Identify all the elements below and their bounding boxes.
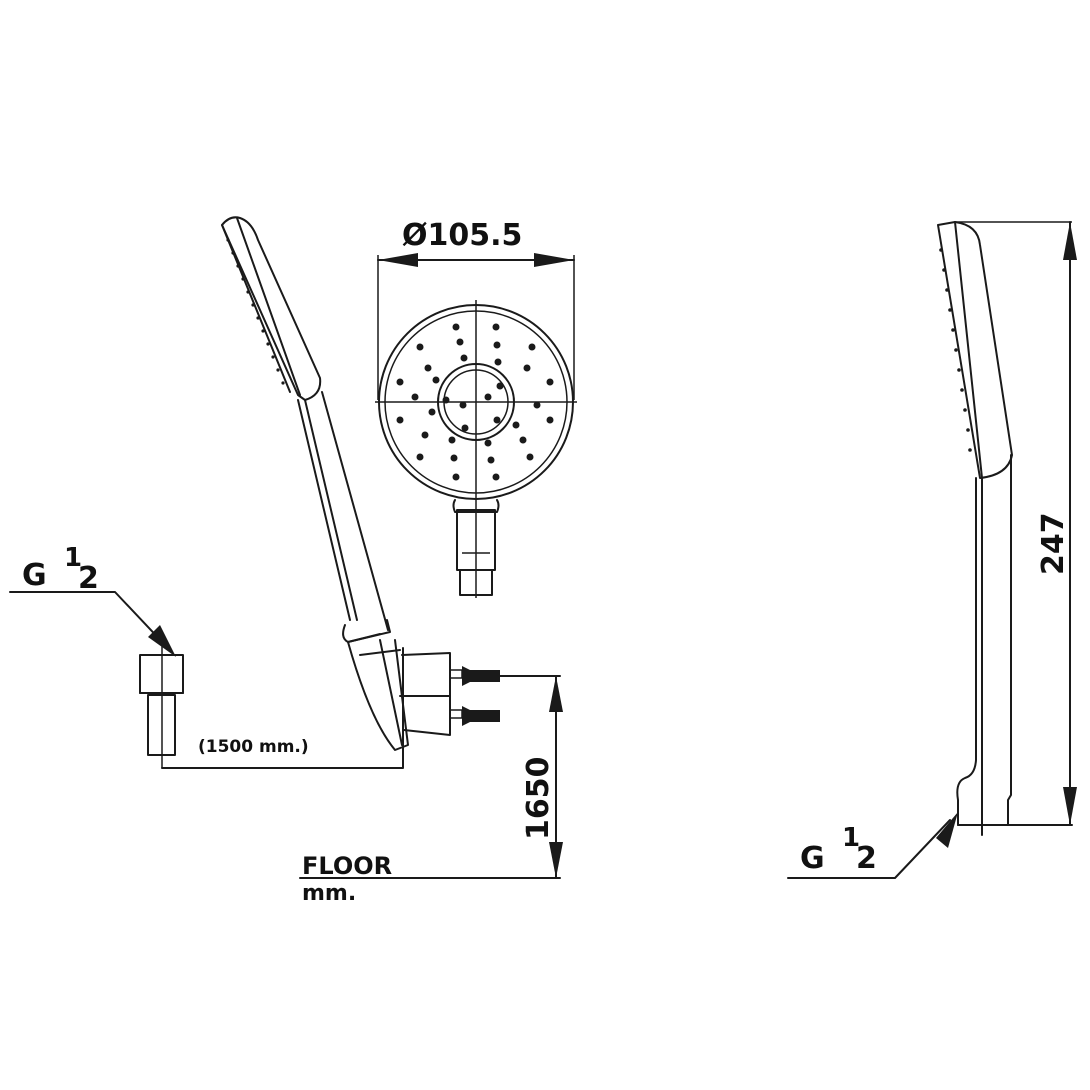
svg-text:2: 2 <box>856 841 877 876</box>
svg-text:1: 1 <box>64 543 82 573</box>
spray-nozzles <box>396 323 554 481</box>
mount-height-label: 1650 <box>521 757 556 841</box>
thread-leader-left <box>9 591 166 646</box>
height-dimension: 1650 <box>299 675 563 879</box>
shower-head-front-view: Ø105.5 <box>375 218 577 598</box>
hose-length-label: (1500 mm.) <box>198 737 309 757</box>
svg-text:G: G <box>22 558 47 593</box>
wall-screws <box>449 666 500 726</box>
floor-label: FLOOR <box>302 852 392 880</box>
diameter-label: Ø105.5 <box>402 218 522 253</box>
profile-nozzle-dots <box>939 248 972 452</box>
hose-dimension-line <box>161 749 404 769</box>
hand-shower-angled <box>221 216 409 751</box>
svg-text:G: G <box>800 841 825 876</box>
units-label: mm. <box>302 881 356 906</box>
length-label: 247 <box>1036 512 1071 575</box>
installed-side-view: (1500 mm.) G 1 2 1650 FLOOR mm. <box>9 216 563 906</box>
hose-connector <box>139 645 184 768</box>
thread-label-left: G 1 2 <box>22 543 99 596</box>
svg-text:2: 2 <box>78 561 99 596</box>
svg-text:1: 1 <box>842 823 860 853</box>
shower-side-profile: 247 G 1 2 <box>787 221 1077 879</box>
nozzle-dots <box>226 238 285 385</box>
thread-label-right: G 1 2 <box>800 823 877 876</box>
wall-bracket <box>399 647 500 761</box>
